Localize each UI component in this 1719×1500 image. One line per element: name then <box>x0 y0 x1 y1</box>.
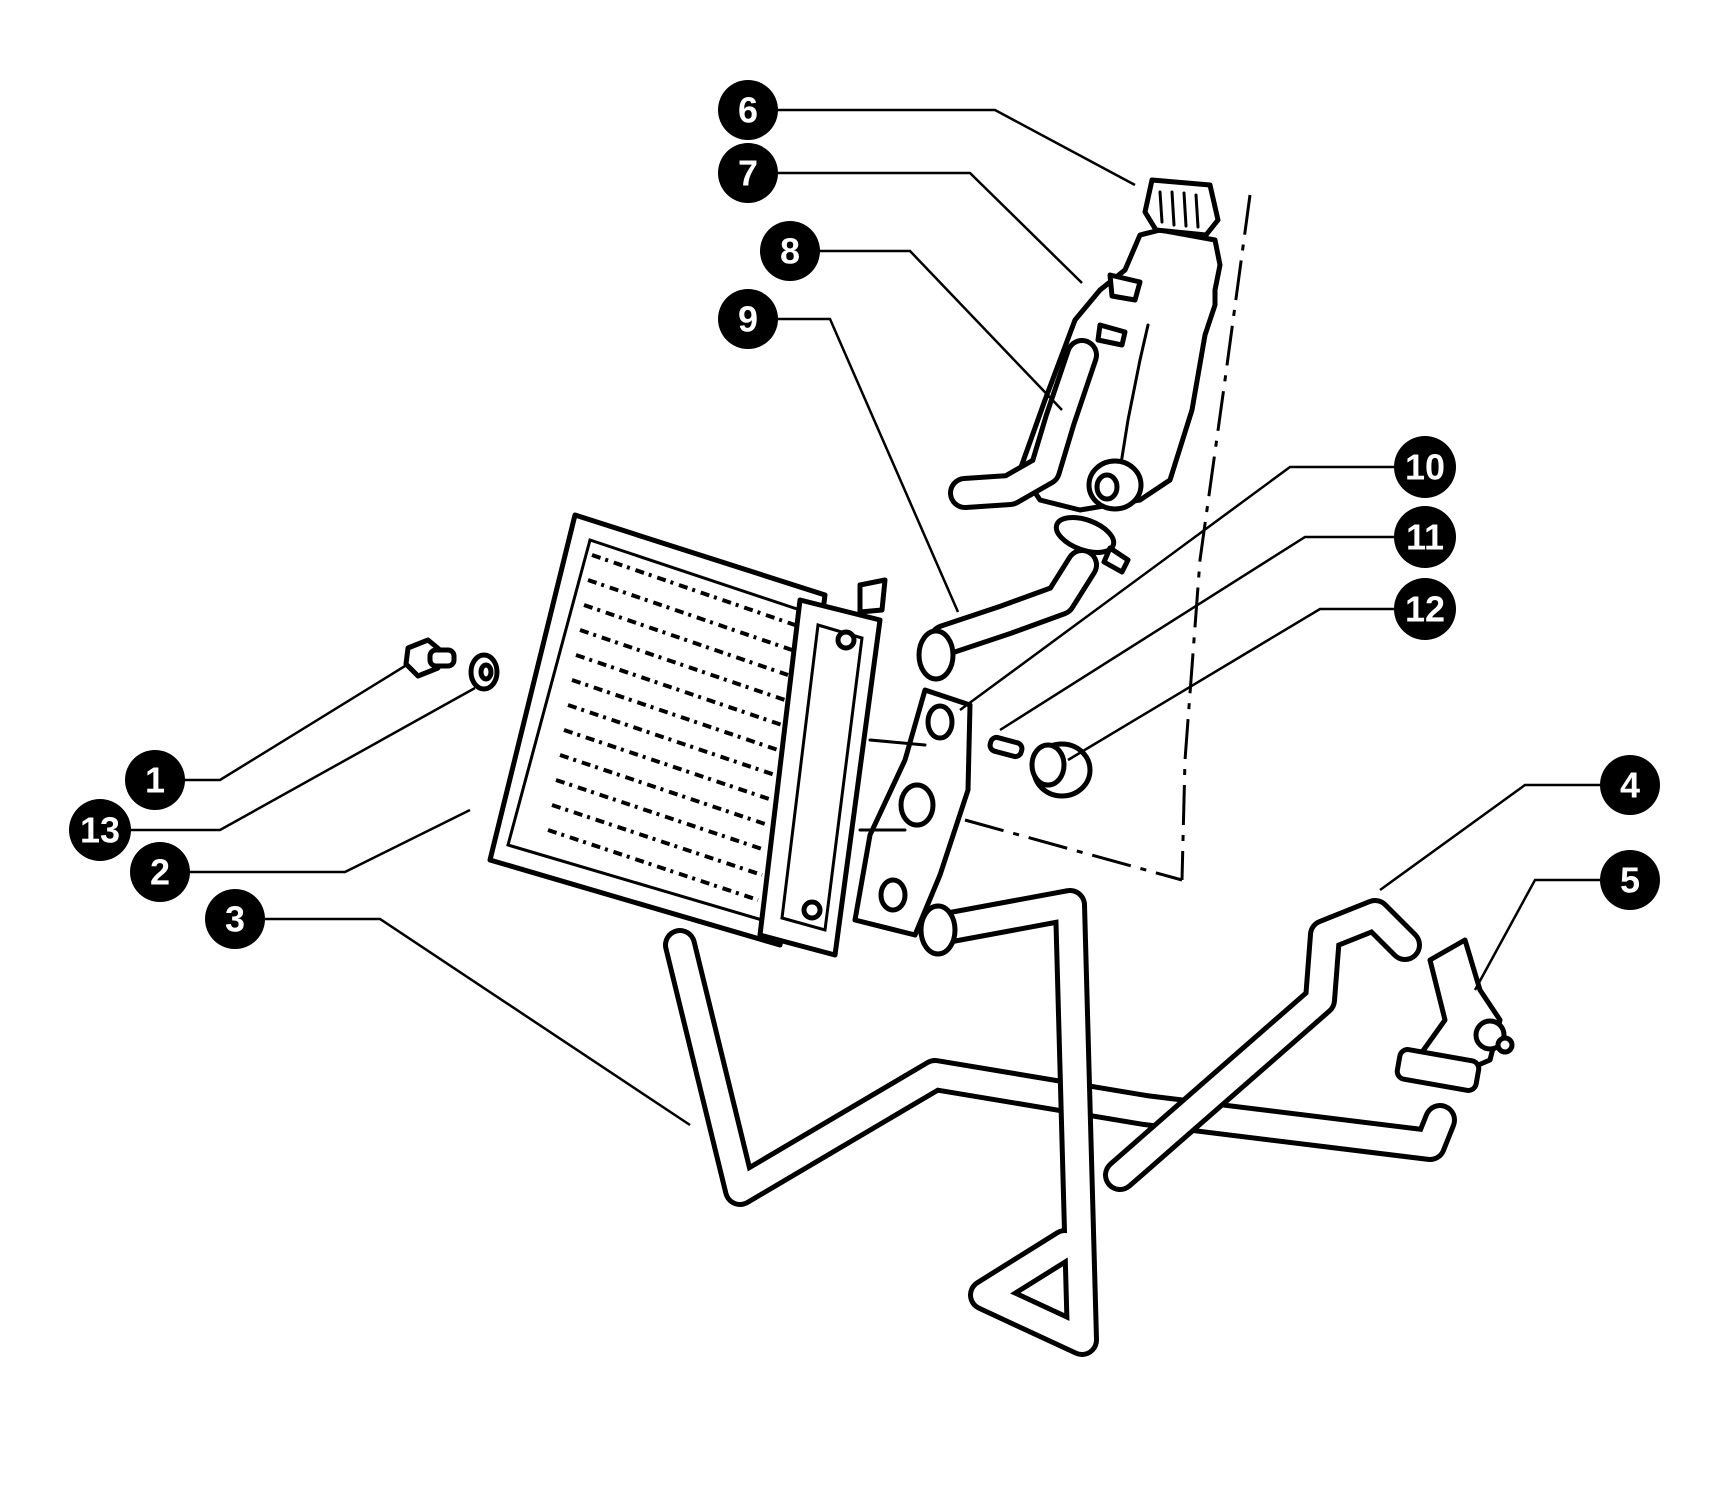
callout-12-label: 12 <box>1405 589 1445 630</box>
radiator <box>487 512 888 958</box>
part-6-cap <box>1142 177 1221 238</box>
part-5-clip <box>1394 937 1515 1093</box>
callout-8-label: 8 <box>780 231 800 272</box>
callout-10-label: 10 <box>1405 447 1445 488</box>
callout-1-label: 1 <box>145 760 165 801</box>
leader-lines <box>130 108 1600 1127</box>
mounting-bracket <box>852 687 973 938</box>
callout-10: 10 <box>1394 436 1456 498</box>
callout-9: 9 <box>718 289 778 349</box>
part-7-level-window <box>1107 272 1143 303</box>
part-12-grommet <box>1029 741 1093 799</box>
hose-end <box>918 903 958 957</box>
callout-11: 11 <box>1394 506 1456 568</box>
callout-9-label: 9 <box>738 299 758 340</box>
callout-11-label: 11 <box>1406 517 1444 558</box>
hose-clamp <box>1053 515 1131 575</box>
assembly-guide-lines <box>964 194 1252 882</box>
hose-main-loop <box>918 888 1099 1357</box>
part-9-hose <box>916 548 1099 682</box>
hose-4 <box>1103 898 1422 1192</box>
callout-12: 12 <box>1394 578 1456 640</box>
callout-3-label: 3 <box>225 899 245 940</box>
callouts: 1 2 3 4 5 6 7 8 <box>69 80 1660 949</box>
callout-3: 3 <box>205 889 265 949</box>
part-1-screw <box>403 637 457 679</box>
callout-1: 1 <box>125 750 185 810</box>
callout-5: 5 <box>1600 850 1660 910</box>
part-11-pin <box>987 734 1025 760</box>
callout-13: 13 <box>69 799 131 861</box>
callout-6-label: 6 <box>738 90 758 131</box>
hose-3 <box>663 928 1457 1207</box>
callout-7-label: 7 <box>738 153 758 194</box>
callout-5-label: 5 <box>1620 860 1640 901</box>
callout-13-label: 13 <box>80 810 120 851</box>
callout-4: 4 <box>1600 755 1660 815</box>
callout-2-label: 2 <box>150 852 170 893</box>
callout-6: 6 <box>718 80 778 140</box>
callout-7: 7 <box>718 143 778 203</box>
callout-8: 8 <box>760 221 820 281</box>
part-13-washer <box>468 652 500 692</box>
callout-2: 2 <box>130 842 190 902</box>
callout-4-label: 4 <box>1620 765 1640 806</box>
expansion-tank <box>948 177 1223 513</box>
